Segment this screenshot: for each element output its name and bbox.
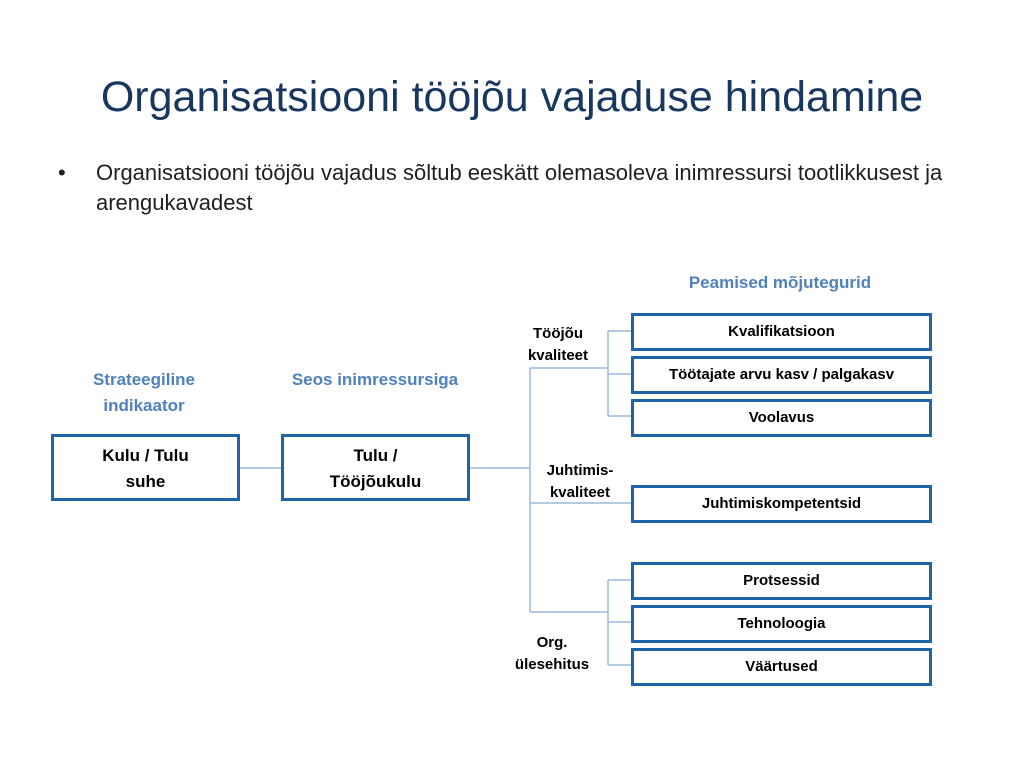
factor-management-competence: Juhtimiskompetentsid: [631, 485, 932, 523]
category-org-structure: Org. ülesehitus: [514, 634, 590, 673]
category-labor-quality: Tööjõu kvaliteet: [527, 325, 589, 364]
factor-turnover: Voolavus: [631, 399, 932, 437]
bullet-text: Organisatsiooni tööjõu vajadus sõltub ee…: [96, 160, 943, 215]
factor-qualification: Kvalifikatsioon: [631, 313, 932, 351]
category-management-quality: Juhtimis-kvaliteet: [546, 462, 614, 501]
slide-title: Organisatsiooni tööjõu vajaduse hindamin…: [100, 73, 924, 121]
factor-technology: Tehnoloogia: [631, 605, 932, 643]
factor-processes: Protsessid: [631, 562, 932, 600]
bullet-marker: •: [58, 160, 66, 185]
box-income-labor-cost: Tulu / Tööjõukulu: [281, 434, 470, 501]
factor-staff-wage-growth: Töötajate arvu kasv / palgakasv: [631, 356, 932, 394]
box-cost-income-ratio: Kulu / Tulu suhe: [51, 434, 240, 501]
header-main-factors: Peamised mõjutegurid: [688, 273, 872, 292]
header-strategic-indicator: Strateegiline indikaator: [92, 370, 196, 415]
header-hr-link: Seos inimressursiga: [291, 370, 459, 389]
factor-values: Väärtused: [631, 648, 932, 686]
